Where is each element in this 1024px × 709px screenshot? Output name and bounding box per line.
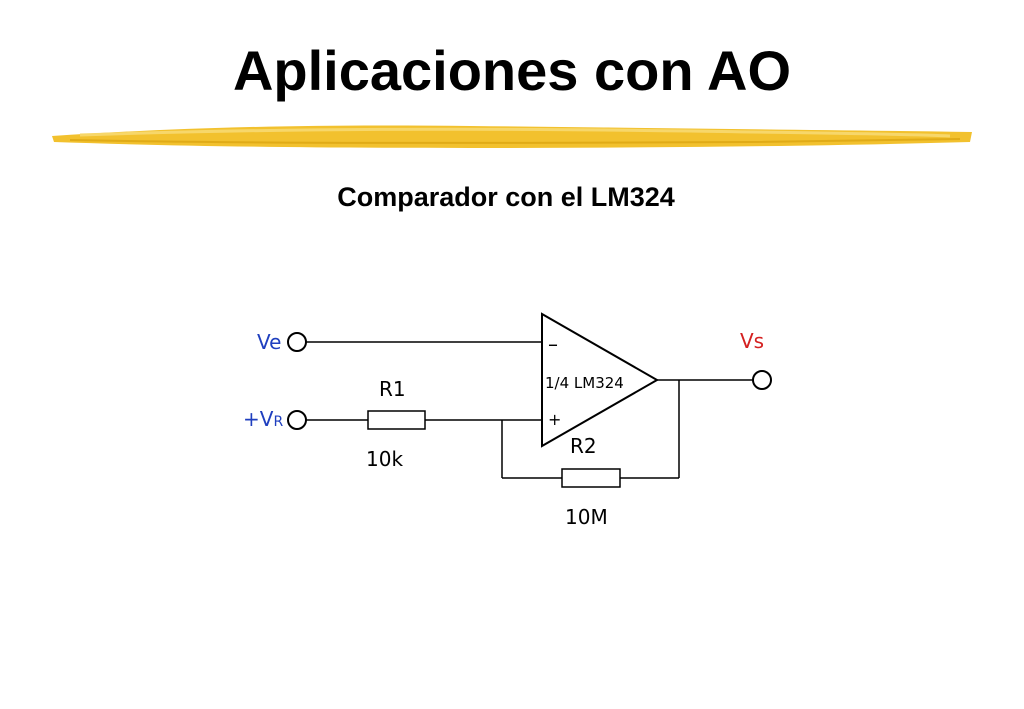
output-label-vs: Vs xyxy=(740,329,764,353)
reference-terminal xyxy=(287,410,307,430)
title-brush-underline xyxy=(52,125,972,148)
reference-label: +VR xyxy=(243,407,283,431)
output-terminal-vs xyxy=(752,370,772,390)
slide-subtitle: Comparador con el LM324 xyxy=(337,182,675,212)
input-terminal-ve xyxy=(287,332,307,352)
slide-title: Aplicaciones con AO xyxy=(232,39,792,102)
r1-value: 10k xyxy=(366,447,403,471)
r2-resistor xyxy=(561,468,621,488)
comparator-schematic: Ve +VR R1 10k – + 1/4 LM324 Vs R2 10M xyxy=(243,312,772,529)
brush-highlight xyxy=(79,127,951,138)
reference-label-main: +V xyxy=(243,407,274,431)
r1-resistor xyxy=(367,410,426,430)
opamp-noninverting-sign: + xyxy=(548,410,561,429)
r2-name: R2 xyxy=(570,434,597,458)
r1-name: R1 xyxy=(379,377,406,401)
brush-shadow xyxy=(69,138,961,144)
reference-label-sub: R xyxy=(273,414,283,430)
r2-value: 10M xyxy=(565,505,608,529)
input-label-ve: Ve xyxy=(257,330,281,354)
opamp-triangle xyxy=(541,312,660,448)
opamp-label: 1/4 LM324 xyxy=(545,374,624,392)
opamp-inverting-sign: – xyxy=(548,332,558,356)
